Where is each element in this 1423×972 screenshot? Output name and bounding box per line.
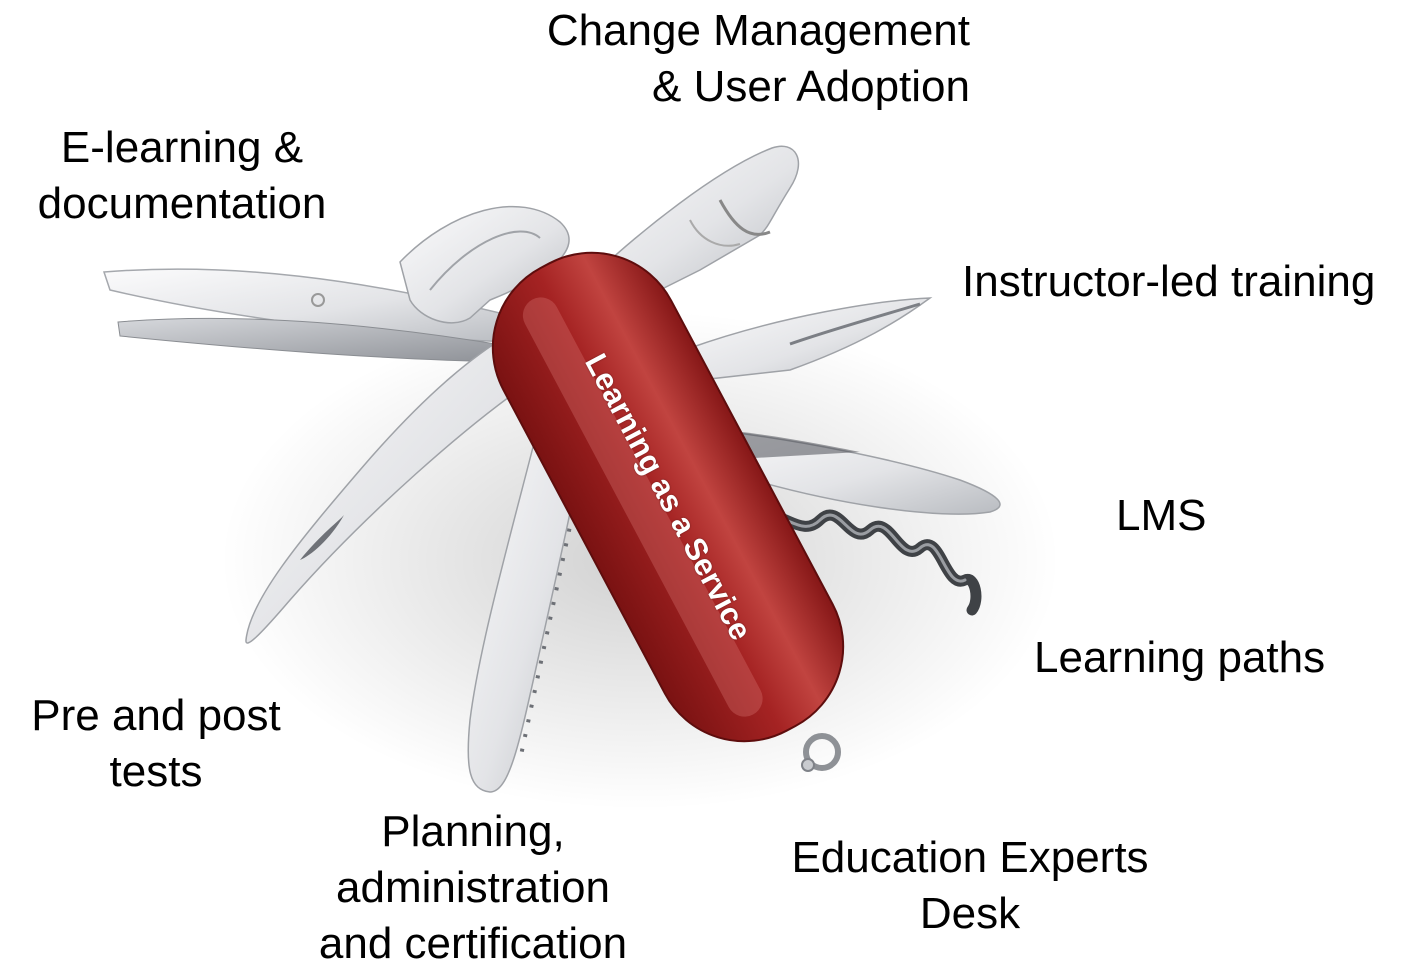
- main-blade-icon: [245, 316, 549, 644]
- label-learning-paths: Learning paths: [1034, 633, 1326, 682]
- saw-icon: [467, 399, 591, 793]
- label-elearning: E-learning & documentation: [37, 123, 327, 228]
- label-lms: LMS: [1116, 491, 1207, 540]
- label-instructor-led: Instructor-led training: [962, 257, 1376, 306]
- label-education-experts: Education Experts Desk: [791, 833, 1149, 938]
- key-ring-icon: [801, 733, 841, 772]
- knife-handle: [491, 251, 845, 743]
- corkscrew-icon: [754, 509, 982, 616]
- label-pre-post-tests: Pre and post tests: [31, 691, 281, 796]
- small-blade-icon: [689, 297, 933, 381]
- can-opener-icon: [578, 145, 800, 301]
- label-planning: Planning, administration and certificati…: [318, 807, 628, 968]
- label-change-management: Change Management & User Adoption: [546, 6, 970, 111]
